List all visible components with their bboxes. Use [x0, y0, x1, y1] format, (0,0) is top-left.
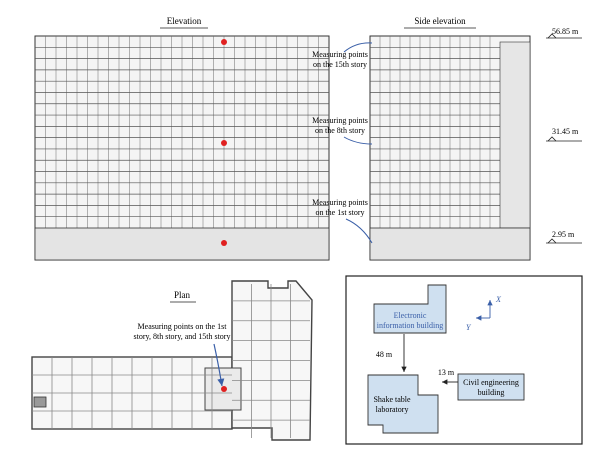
plan-measuring-point-marker — [221, 386, 227, 392]
side-label-15th-leader — [343, 42, 373, 53]
elevation-building — [34, 35, 330, 261]
measuring-point-15th-marker — [221, 39, 227, 45]
height-marker-bottom: 2.95 m — [546, 230, 582, 244]
side-label-8th-line2: on the 8th story — [315, 126, 365, 135]
shake-table-lab-shape — [367, 374, 439, 434]
side-label-15th-line2: on the 15th story — [313, 60, 367, 69]
height-marker-top: 56.85 m — [546, 27, 582, 39]
elevation-ground-floor — [34, 227, 330, 261]
side-label-15th-line1: Measuring points — [312, 50, 368, 59]
height-marker-middle: 31.45 m — [546, 127, 582, 142]
level-triangle-icon — [547, 136, 557, 142]
civil-building-line1: Civil engineering — [463, 378, 519, 387]
height-bottom-label: 2.95 m — [552, 230, 575, 239]
plan-label-line2: story, 8th story, and 15th story — [134, 332, 231, 341]
plan-panel: Plan Measuring points on the 1st story, … — [31, 280, 313, 441]
side-label-1st-line2: on the 1st story — [315, 208, 364, 217]
electronic-building-shape — [373, 284, 447, 334]
civil-building-line2: building — [478, 388, 505, 397]
shake-table-line2: laboratory — [376, 405, 409, 414]
electronic-building-line2: information building — [377, 321, 443, 330]
level-triangle-icon — [547, 33, 557, 39]
distance-48m-label: 48 m — [376, 350, 393, 359]
side-measuring-label-15th: Measuring points on the 15th story — [312, 42, 373, 69]
plan-drawing — [31, 280, 313, 441]
measuring-point-8th-marker — [221, 140, 227, 146]
level-triangle-icon — [547, 238, 557, 244]
side-label-8th-leader — [343, 136, 373, 145]
side-elevation-title: Side elevation — [414, 16, 466, 26]
elevation-panel: Elevation — [34, 16, 330, 261]
side-label-1st-line1: Measuring points — [312, 198, 368, 207]
civil-building-shape — [457, 373, 525, 401]
plan-label-arrow — [213, 343, 225, 387]
side-elevation-panel: Side elevation Measuring points on the 1… — [312, 16, 582, 261]
side-measuring-label-8th: Measuring points on the 8th story — [312, 116, 373, 145]
side-ground-floor — [369, 227, 531, 261]
site-map-panel: Electronic information building Shake ta… — [345, 275, 583, 445]
distance-13m-label: 13 m — [438, 368, 455, 377]
side-label-8th-line1: Measuring points — [312, 116, 368, 125]
height-top-label: 56.85 m — [552, 27, 579, 36]
axis-y-label: Y — [466, 323, 472, 332]
site-axes: X Y — [466, 295, 502, 332]
side-measuring-label-1st: Measuring points on the 1st story — [312, 198, 373, 244]
measuring-point-1st-marker — [221, 240, 227, 246]
side-elevation-building — [369, 35, 531, 261]
side-stair-core — [499, 41, 531, 229]
axis-x-label: X — [495, 295, 502, 304]
plan-label-line1: Measuring points on the 1st — [138, 322, 228, 331]
plan-title: Plan — [174, 290, 191, 300]
side-label-1st-leader — [345, 218, 373, 244]
height-middle-label: 31.45 m — [552, 127, 579, 136]
elevation-title: Elevation — [167, 16, 202, 26]
electronic-building-line1: Electronic — [394, 311, 427, 320]
plan-stair — [33, 396, 47, 408]
shake-table-line1: Shake table — [373, 395, 411, 404]
